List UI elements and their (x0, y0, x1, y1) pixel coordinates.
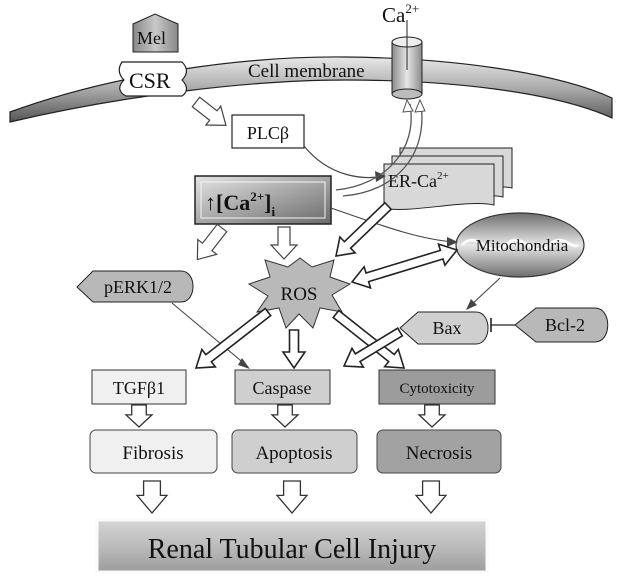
caspase-label: Caspase (253, 378, 312, 398)
intracellular-calcium-node (194, 175, 332, 225)
arrow-calcium-to-ros (269, 226, 299, 260)
plc-beta-label: PLCβ (247, 123, 289, 143)
calcium-channel (391, 20, 423, 100)
bax-label: Bax (433, 318, 462, 338)
arrow-perk-to-caspase (171, 302, 247, 366)
ros-node (247, 257, 352, 329)
arrow-necrosis-to-injury (414, 480, 448, 515)
tgf-beta-label: TGFβ1 (113, 378, 165, 398)
intracellular-calcium-label: ↑[Ca2+]i (205, 189, 275, 219)
apoptosis-label: Apoptosis (255, 443, 332, 464)
calcium-ion-label: Ca2+ (382, 1, 419, 27)
csr-receptor: CSR (118, 61, 188, 97)
arrow-mitochondria-to-bax (469, 277, 501, 307)
perk-node (76, 270, 194, 303)
arrow-cytotoxicity-to-necrosis (417, 404, 447, 428)
arrow-fibrosis-to-injury (135, 480, 169, 515)
arrow-apoptosis-to-injury (275, 480, 309, 515)
renal-injury-label: Renal Tubular Cell Injury (148, 534, 437, 565)
necrosis-label: Necrosis (406, 443, 472, 464)
melamine-ligand: Mel (132, 13, 179, 53)
fibrosis-label: Fibrosis (122, 443, 183, 464)
cytotoxicity-node (378, 369, 496, 405)
arrow-bax-to-caspase (342, 327, 404, 368)
arrow-caspase-to-apoptosis (270, 404, 300, 428)
outcome-arrows (124, 404, 448, 515)
arrow-calcium-to-perk (196, 223, 228, 261)
bax-node (399, 311, 489, 345)
arrow-plc-to-er (303, 145, 385, 179)
calcium-release-arrows (335, 98, 426, 197)
arrow-ros-to-caspase (281, 329, 307, 370)
perk-label: pERK1/2 (104, 277, 172, 297)
apoptosis-node (231, 429, 358, 474)
ros-label: ROS (281, 284, 318, 305)
fibrosis-node (89, 429, 218, 474)
cytotoxicity-label: Cytotoxicity (400, 381, 476, 397)
er-calcium-node: ER-Ca2+ (383, 147, 513, 210)
tgf-beta-node (91, 369, 187, 405)
arrow-ros-to-cytotoxicity (332, 309, 406, 369)
arrow-csr-to-plc (191, 96, 227, 127)
arrow-ros-mitochondria (350, 242, 459, 290)
cell-membrane-label: Cell membrane (248, 61, 365, 82)
svg-text:Mel: Mel (137, 28, 166, 48)
mitochondria-node: Mitochondria (455, 212, 585, 278)
bcl2-label: Bcl-2 (545, 315, 585, 335)
svg-text:CSR: CSR (129, 68, 171, 93)
plc-beta-node (231, 114, 305, 149)
arrow-tgf-to-fibrosis (124, 404, 154, 428)
svg-text:Mitochondria: Mitochondria (476, 236, 569, 255)
caspase-node (234, 369, 331, 405)
arrow-ros-to-tgf (194, 307, 272, 369)
svg-text:ER-Ca2+: ER-Ca2+ (388, 170, 449, 191)
arrow-calcium-to-mitochondria (330, 207, 457, 243)
bcl2-node (514, 307, 609, 343)
arrow-er-to-ros (334, 201, 393, 257)
necrosis-node (376, 429, 502, 474)
pathway-arrows (194, 201, 459, 370)
renal-injury-banner (95, 518, 489, 574)
